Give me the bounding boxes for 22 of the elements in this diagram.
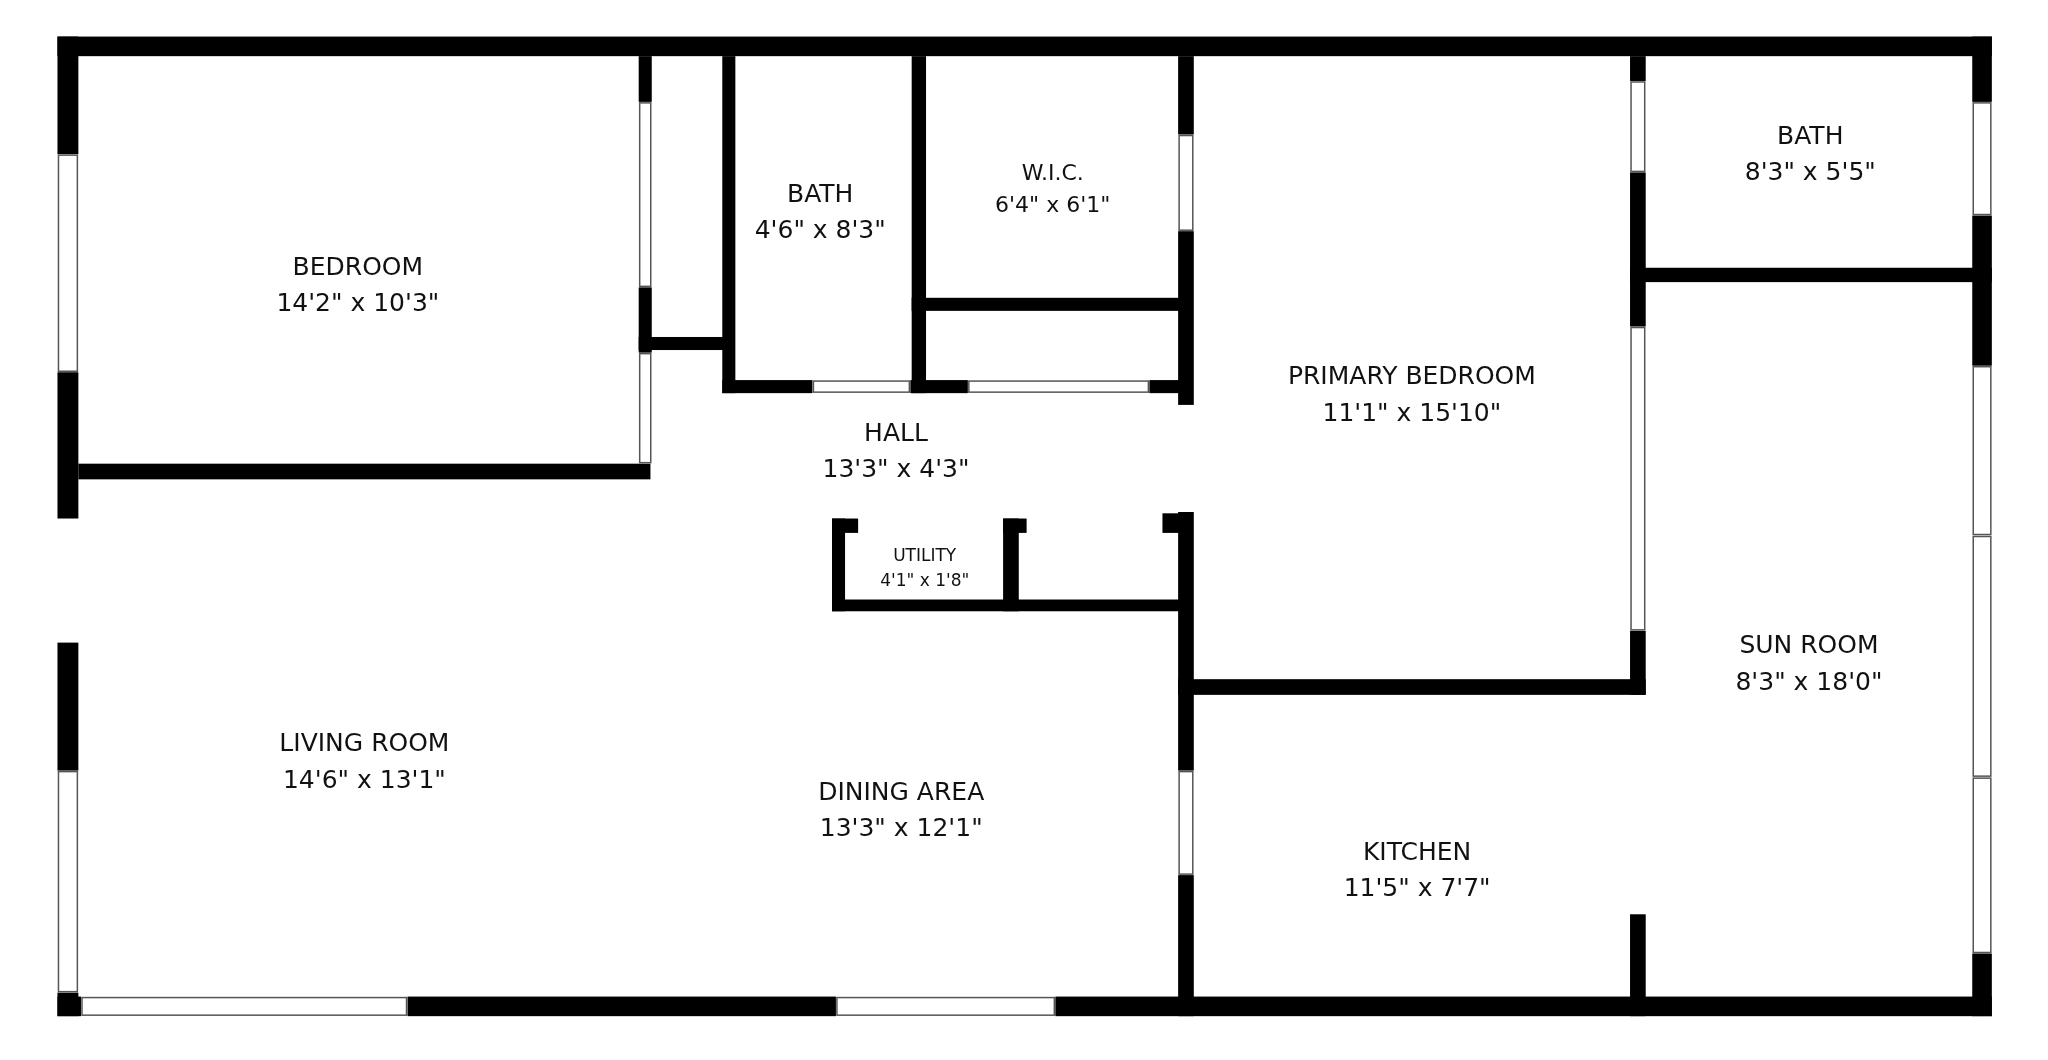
room-name: LIVING ROOM	[279, 727, 450, 760]
room-dimensions: 8'3" x 5'5"	[1744, 156, 1876, 189]
room-dimensions: 13'3" x 12'1"	[818, 811, 984, 844]
room-dimensions: 13'3" x 4'3"	[822, 452, 970, 485]
room-name: BEDROOM	[291, 250, 425, 283]
room-dimensions: 14'6" x 13'1"	[281, 763, 447, 796]
room-dimensions: 11'1" x 15'10"	[1321, 396, 1503, 429]
room-dimensions: 4'6" x 8'3"	[754, 213, 886, 246]
room-dimensions: 4'1" x 1'8"	[880, 569, 970, 593]
room-name: BATH	[1776, 119, 1845, 152]
room-name: DINING AREA	[818, 775, 985, 808]
room-name: W.I.C.	[1020, 159, 1085, 188]
room-name: BATH	[786, 177, 855, 210]
room-name: SUN ROOM	[1738, 629, 1880, 662]
room-dimensions: 8'3" x 18'0"	[1735, 665, 1883, 698]
room-dimensions: 14'2" x 10'3"	[276, 286, 440, 319]
room-name: HALL	[863, 416, 929, 449]
room-name: UTILITY	[892, 544, 958, 568]
room-name: KITCHEN	[1361, 835, 1473, 868]
room-name: PRIMARY BEDROOM	[1287, 360, 1536, 393]
room-dimensions: 11'5" x 7'7"	[1343, 871, 1491, 904]
room-dimensions: 6'4" x 6'1"	[995, 191, 1111, 220]
